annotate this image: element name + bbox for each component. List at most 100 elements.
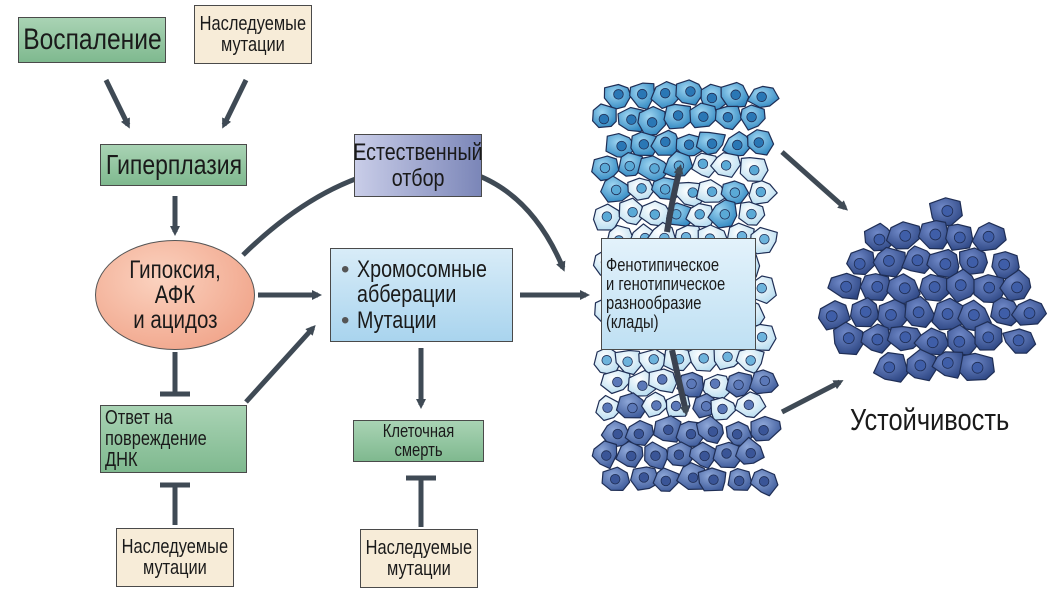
aberrations-list: Хромосомные абберации Мутации xyxy=(341,257,516,333)
arrow-inherited-hyperplasia xyxy=(221,78,249,129)
cell-nucleus xyxy=(706,92,718,104)
cell-nucleus xyxy=(928,281,941,293)
dna-response-box: Ответ на повреждение ДНК xyxy=(100,405,247,473)
cell-nucleus xyxy=(885,309,897,321)
diversity-line4: (клады) xyxy=(606,311,659,332)
cell-nucleus xyxy=(982,331,995,344)
cell-nucleus xyxy=(721,448,732,459)
cell-nucleus xyxy=(649,163,660,174)
cell-nucleus xyxy=(871,280,884,293)
cell-nucleus xyxy=(745,355,756,366)
arrow-top-cluster-resistance xyxy=(780,150,848,211)
cell-nucleus xyxy=(719,209,731,220)
cell-nucleus xyxy=(729,187,741,198)
cell-nucleus xyxy=(685,428,697,440)
cell-nucleus xyxy=(746,111,757,123)
cell-nucleus xyxy=(717,403,728,415)
cell-nucleus xyxy=(686,378,697,389)
cell-nucleus xyxy=(687,187,698,198)
cell-nucleus xyxy=(966,256,979,268)
natural-selection-box: Естественный отбор xyxy=(353,134,483,197)
diversity-line3: разнообразие xyxy=(606,293,702,313)
cell-nucleus xyxy=(697,158,709,170)
cell-nucleus xyxy=(749,164,760,176)
cell-nucleus xyxy=(638,139,650,150)
cell-death-label: Клеточная смерть xyxy=(382,421,455,460)
cell-nucleus xyxy=(659,184,671,195)
cell-nucleus xyxy=(683,139,695,150)
aberrations-box: Хромосомные абберации Мутации xyxy=(330,248,513,342)
cell-nucleus xyxy=(722,351,733,362)
inherited-top-line1: Наследуемые xyxy=(199,12,307,35)
cell-nucleus xyxy=(626,450,637,462)
cell-nucleus xyxy=(706,186,718,197)
inherited-mid-line1: Наследуемые xyxy=(365,536,473,559)
dna-response-line1: Ответ на xyxy=(105,406,173,429)
inherited-mutations-top-box: Наследуемые мутации xyxy=(194,5,312,64)
inherited-top-line2: мутации xyxy=(221,33,285,56)
cell-nucleus xyxy=(971,361,984,374)
cell-nucleus xyxy=(627,402,638,414)
cell-nucleus xyxy=(759,375,770,387)
cell-nucleus xyxy=(853,257,866,270)
cell-nucleus xyxy=(756,331,768,343)
cell-nucleus xyxy=(638,472,650,483)
cell-nucleus xyxy=(840,280,852,293)
cell-nucleus xyxy=(609,473,621,485)
cell-nucleus xyxy=(842,332,855,344)
cell-nucleus xyxy=(939,258,952,270)
arrow-dna-response-aberrations xyxy=(244,325,316,404)
cell-nucleus xyxy=(602,402,613,413)
cell-nucleus xyxy=(648,354,659,365)
cell-nucleus xyxy=(899,331,912,344)
cell-nucleus xyxy=(646,117,658,128)
arrow-inflammation-hyperplasia xyxy=(103,78,131,129)
cell-nucleus xyxy=(733,379,744,390)
cell-nucleus xyxy=(983,281,996,294)
selection-line1: Естественный xyxy=(353,139,483,167)
cell-nucleus xyxy=(746,208,757,220)
cell-nucleus xyxy=(755,186,767,198)
cell-nucleus xyxy=(599,162,611,174)
hypoxia-line1: Гипоксия, АФК xyxy=(129,255,221,309)
cell-nucleus xyxy=(722,112,734,123)
cell-nucleus xyxy=(601,450,612,461)
cell-nucleus xyxy=(636,88,648,100)
selection-line2: отбор xyxy=(391,164,445,192)
cell-nucleus xyxy=(601,211,613,222)
cell-nucleus xyxy=(929,228,942,241)
hyperplasia-box: Гиперплазия xyxy=(100,144,247,186)
cell-nucleus xyxy=(706,138,718,149)
cell-nucleus xyxy=(730,89,741,100)
cell-nucleus xyxy=(672,110,684,121)
cell-nucleus xyxy=(700,401,712,412)
inflammation-box: Воспаление xyxy=(18,17,166,63)
cell-nucleus xyxy=(756,282,767,294)
cell-nucleus xyxy=(954,279,967,291)
cell-nucleus xyxy=(883,255,895,267)
cell-nucleus xyxy=(659,87,671,99)
cell-nucleus xyxy=(657,374,668,385)
cell-nucleus xyxy=(873,233,886,246)
diversity-box: Фенотипическое и генотипическое разнообр… xyxy=(601,238,756,350)
cell-nucleus xyxy=(758,476,770,487)
cell-nucleus xyxy=(636,183,647,194)
cell-nucleus xyxy=(968,309,980,321)
cell-nucleus xyxy=(914,359,927,372)
cell-nucleus xyxy=(601,355,612,366)
cell-nucleus xyxy=(687,472,699,483)
cell-nucleus xyxy=(871,333,884,346)
cell-nucleus xyxy=(859,306,872,318)
cell-nucleus xyxy=(926,336,939,349)
clade-arrow-up xyxy=(664,164,684,233)
cell-nucleus xyxy=(953,231,966,244)
cell-nucleus xyxy=(998,258,1010,271)
cell-nucleus xyxy=(626,114,637,125)
cell-nucleus xyxy=(759,233,770,245)
cell-nucleus xyxy=(663,424,674,435)
cell-nucleus xyxy=(758,425,769,436)
cell-nucleus xyxy=(707,426,719,437)
cell-nucleus xyxy=(753,137,764,148)
mutations-item: Мутации xyxy=(341,307,516,333)
cell-nucleus xyxy=(743,399,755,411)
